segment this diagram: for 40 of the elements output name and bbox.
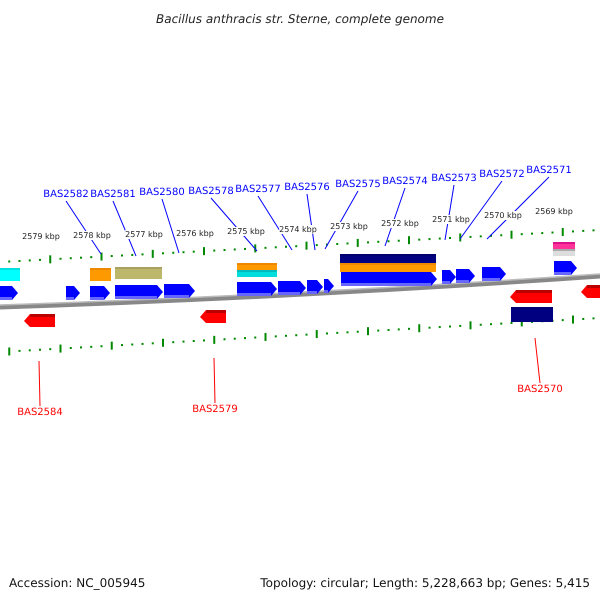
gene-label: BAS2579 xyxy=(192,403,238,416)
leader-line xyxy=(258,196,292,250)
gene-label: BAS2582 xyxy=(43,188,89,201)
position-label: 2578 kbp xyxy=(73,231,111,240)
gene-label: BAS2572 xyxy=(479,168,525,181)
leader-line xyxy=(534,338,540,384)
position-label: 2577 kbp xyxy=(125,230,163,239)
leader-line xyxy=(306,194,316,250)
gene-label: BAS2577 xyxy=(235,183,281,196)
position-label: 2570 kbp xyxy=(484,211,522,220)
gene-label: BAS2571 xyxy=(526,164,572,177)
leader-line xyxy=(112,200,136,256)
position-label: 2573 kbp xyxy=(330,222,368,231)
title: Bacillus anthracis str. Sterne, complete genome xyxy=(155,11,445,28)
gene-label: BAS2573 xyxy=(431,172,477,185)
gene-label: BAS2570 xyxy=(517,383,563,396)
leader-line xyxy=(38,360,40,406)
leader-line xyxy=(210,198,258,252)
footer-text: Accession: NC_005945 xyxy=(9,575,146,592)
leader-line xyxy=(214,358,216,404)
leader-line xyxy=(324,190,358,250)
leader-line xyxy=(486,176,550,240)
position-label: 2574 kbp xyxy=(279,225,317,234)
leader-line xyxy=(162,198,180,254)
gene-label: BAS2574 xyxy=(382,175,428,188)
gene-label: BAS2584 xyxy=(17,406,63,419)
gene-label: BAS2580 xyxy=(139,186,185,199)
position-label: 2571 kbp xyxy=(432,215,470,224)
gene-label: BAS2578 xyxy=(188,185,234,198)
footer-text: Topology: circular; Length: 5,228,663 bp; Genes: 5,415 xyxy=(260,575,590,592)
position-label: 2576 kbp xyxy=(176,229,214,238)
position-label: 2572 kbp xyxy=(381,219,419,228)
gene-label: BAS2581 xyxy=(90,188,136,201)
gene-label: BAS2576 xyxy=(284,181,330,194)
leader-line xyxy=(460,180,502,240)
position-label: 2575 kbp xyxy=(227,227,265,236)
leader-line xyxy=(444,184,454,240)
position-label: 2569 kbp xyxy=(535,207,573,216)
position-label: 2579 kbp xyxy=(22,232,60,241)
gene-label: BAS2575 xyxy=(335,178,381,191)
